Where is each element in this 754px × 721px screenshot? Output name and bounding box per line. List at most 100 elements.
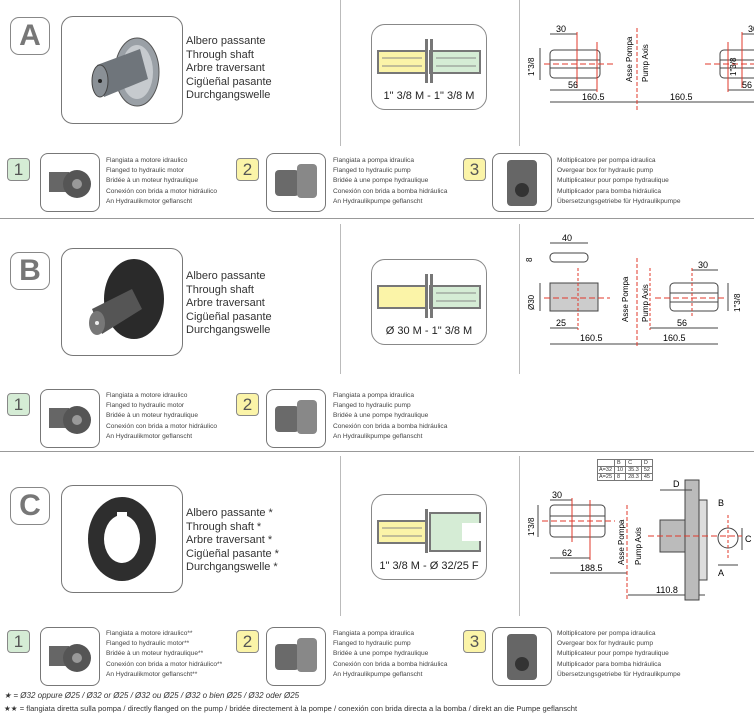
option-number: 2 xyxy=(236,630,259,653)
desc-line: An Hydraulikpumpe geflanscht xyxy=(333,432,423,440)
dim-label: 30 xyxy=(556,24,566,34)
desc-line: Übersetzungsgetriebe für Hydraulikpumpe xyxy=(557,670,681,678)
table-cell: 8 xyxy=(613,473,627,481)
desc-line: Conexión con brida a motor hidráulico** xyxy=(106,660,223,668)
dim-label: 1"3/8 xyxy=(733,293,742,312)
desc-line: Flangiata a pompa idraulica xyxy=(333,392,415,399)
hydraulic-motor-photo xyxy=(40,627,100,686)
name-fr: Arbre traversant xyxy=(186,62,265,74)
hydraulic-motor-photo xyxy=(40,153,100,212)
desc-line: Conexión con brida a bomba hidráulica xyxy=(333,660,448,668)
dim-label: 30 xyxy=(552,490,562,500)
name-es: Cigüeñal pasante xyxy=(186,310,272,323)
desc-line: An Hydraulikpumpe geflanscht xyxy=(333,670,423,678)
shaft-photo xyxy=(61,248,183,356)
desc-line: Conexión con brida a motor hidráulico xyxy=(106,422,218,430)
dim-label: Ø30 xyxy=(527,294,536,310)
name-en: Through shaft * xyxy=(186,520,262,533)
shaft-names: Albero passante Through shaft Arbre trav… xyxy=(186,35,272,103)
name-fr: Arbre traversant * xyxy=(186,534,273,546)
shaft-photo xyxy=(61,16,183,124)
section-divider xyxy=(0,218,754,219)
adapter-shaft-icon xyxy=(377,509,482,553)
desc-line: An Hydraulikpumpe geflanscht xyxy=(333,197,423,205)
through-shaft-image xyxy=(89,259,164,339)
desc-line: Bridée à un moteur hydraulique xyxy=(106,412,199,420)
gearbox-photo xyxy=(492,627,552,686)
desc-line: Moltiplicatore per pompa idraulica xyxy=(557,630,656,637)
through-shaft-image xyxy=(91,37,160,107)
desc-line: Overgear box for hydraulic pump xyxy=(557,640,654,648)
name-de: Durchgangswelle * xyxy=(186,561,278,573)
footnote-double-star: ★★ = flangiata diretta sulla pompa / dir… xyxy=(4,704,578,713)
name-fr: Arbre traversant xyxy=(186,297,265,309)
column-divider xyxy=(519,224,520,374)
option-number: 1 xyxy=(7,158,30,181)
dim-label: 1"3/8 xyxy=(527,517,536,536)
dim-label: C xyxy=(745,534,752,544)
shaft-photo xyxy=(61,485,183,593)
desc-line: Bridée à une pompe hydraulique xyxy=(333,177,429,185)
dim-label: 62 xyxy=(562,548,572,558)
dim-label: 160.5 xyxy=(663,333,686,343)
adapter-shaft-icon xyxy=(377,274,481,318)
name-it: Albero passante xyxy=(186,270,266,282)
name-es: Cigüeñal pasante xyxy=(186,75,272,88)
name-es: Cigüeñal pasante * xyxy=(186,547,279,560)
name-de: Durchgangswelle xyxy=(186,324,271,336)
dimension-drawing: 30 30 1"3/8 1"3/8 56 56 160.5 160.5 Asse… xyxy=(527,24,754,112)
desc-line: Bridée à un moteur hydraulique** xyxy=(106,650,204,658)
column-divider xyxy=(340,456,341,616)
option-number: 1 xyxy=(7,393,30,416)
desc-line: Multiplicateur pour pompe hydraulique xyxy=(557,177,669,185)
option-number: 1 xyxy=(7,630,30,653)
desc-line: Übersetzungsgetriebe für Hydraulikpumpe xyxy=(557,197,681,205)
section-divider xyxy=(0,451,754,452)
axis-label: Pump Axis xyxy=(634,527,643,565)
desc-line: Conexión con brida a motor hidráulico xyxy=(106,187,218,195)
desc-line: Flangiata a motore idraulico xyxy=(106,157,188,164)
desc-line: Flanged to hydraulic pump xyxy=(333,402,411,410)
adapter-label: 1" 3/8 M - 1" 3/8 M xyxy=(383,90,475,102)
dim-label: 30 xyxy=(698,260,708,270)
desc-line: Flanged to hydraulic motor xyxy=(106,402,185,410)
adapter-diagram: 1" 3/8 M - Ø 32/25 F xyxy=(371,494,487,580)
dimension-drawing: 40 8 Ø30 25 30 1"3/8 56 160.5 160.5 Asse… xyxy=(525,233,742,348)
desc-line: Bridée à une pompe hydraulique xyxy=(333,412,429,420)
dim-label: D xyxy=(673,479,680,489)
desc-line: Flanged to hydraulic motor xyxy=(106,167,185,175)
dimension-drawing: 30 1"3/8 62 188.5 110.8 D B C A Asse Pom… xyxy=(527,479,752,601)
section-letter: B xyxy=(10,252,50,290)
table-header: C xyxy=(625,459,642,467)
desc-line: An Hydraulikmotor geflanscht xyxy=(106,197,193,205)
table-header: B xyxy=(613,459,627,467)
desc-line: Flangiata a motore idraulico xyxy=(106,392,188,399)
name-en: Through shaft xyxy=(186,48,254,61)
desc-line: Flangiata a pompa idraulica xyxy=(333,157,415,164)
desc-line: Multiplicateur pour pompe hydraulique xyxy=(557,650,669,658)
dim-label: 1"3/8 xyxy=(527,57,536,76)
option-number: 2 xyxy=(236,158,259,181)
desc-line: Flangiata a pompa idraulica xyxy=(333,630,415,637)
adapter-diagram: 1" 3/8 M - 1" 3/8 M xyxy=(371,24,487,110)
dim-label: 25 xyxy=(556,318,566,328)
desc-line: Overgear box for hydraulic pump xyxy=(557,167,654,175)
section-letter: A xyxy=(10,17,50,55)
dim-label: 188.5 xyxy=(580,563,603,573)
name-en: Through shaft xyxy=(186,283,254,296)
hydraulic-pump-photo xyxy=(266,627,326,686)
table-header xyxy=(597,459,615,467)
axis-label: Asse Pompa xyxy=(621,276,630,322)
adapter-label: Ø 30 M - 1" 3/8 M xyxy=(385,325,473,337)
dim-label: 110.8 xyxy=(656,585,678,595)
desc-line: An Hydraulikmotor geflanscht xyxy=(106,432,193,440)
desc-line: Flangiata a motore idraulico** xyxy=(106,630,193,637)
desc-line: Multiplicador para bomba hidráulica xyxy=(557,660,662,668)
